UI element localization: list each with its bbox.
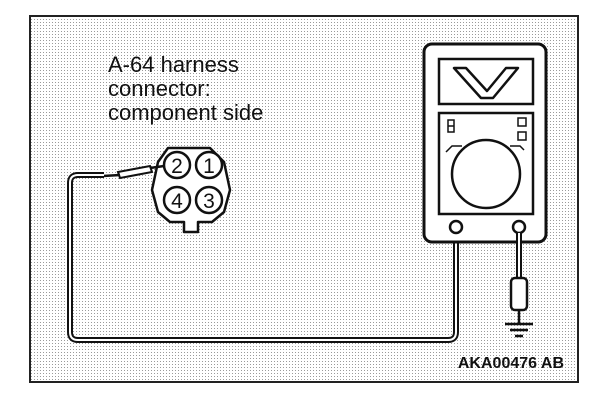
pin-1-circle: [194, 150, 224, 180]
pin-1-label: 1: [203, 155, 215, 178]
connector-label-line1: A-64 harness: [108, 52, 239, 77]
voltmeter: [422, 42, 548, 244]
pin-3-label: 3: [203, 190, 215, 213]
ground-lead: [509, 233, 529, 324]
test-lead-wire: [67, 172, 459, 343]
pin-2-circle: [162, 150, 192, 180]
range-indicator-right-top-icon: [517, 117, 527, 127]
pin-3-circle: [194, 185, 224, 215]
connector-label: A-64 harness connector: component side: [108, 53, 263, 125]
harness-connector: 2 1 4 3: [150, 146, 232, 234]
probe-tip: [102, 164, 165, 180]
selector-dial: [450, 138, 522, 210]
volt-symbol-icon: [452, 66, 520, 100]
ground-symbol-icon: [505, 322, 533, 338]
pin-2-label: 2: [171, 155, 183, 178]
range-indicator-right-bottom-icon: [517, 131, 527, 141]
jack-left: [448, 219, 464, 235]
connector-label-line3: component side: [108, 100, 264, 125]
jack-right: [511, 219, 527, 235]
figure-code: AKA00476 AB: [457, 355, 564, 372]
pin-4-label: 4: [171, 190, 183, 213]
connector-label-line2: connector:: [108, 76, 211, 101]
pin-4-circle: [162, 185, 192, 215]
